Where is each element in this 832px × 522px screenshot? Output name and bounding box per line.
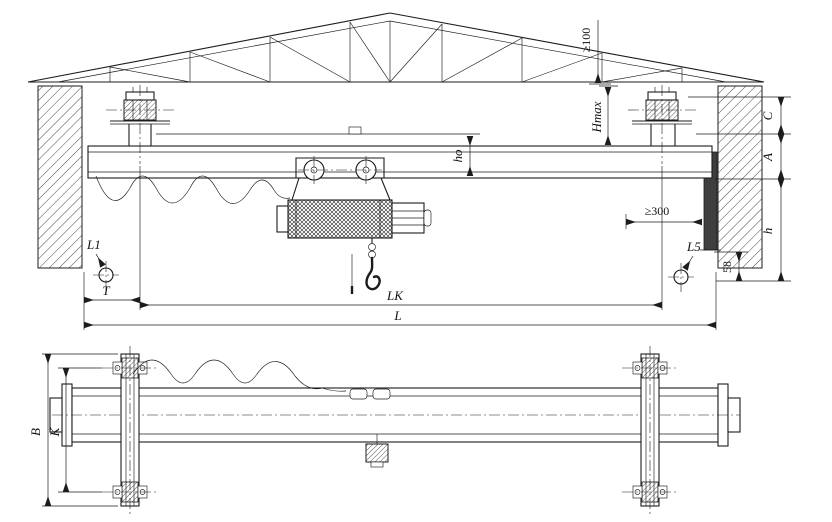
right-wall-column [717,85,763,269]
hoist-hook [365,238,381,291]
dim-label-l5: L5 [686,239,701,254]
dim-roof-clearance: ≥100 [579,20,611,85]
hoist-drum [287,199,393,239]
dim-label-a: A [760,153,775,162]
plan-festoon-cable [132,359,347,392]
plan-festoon-collector [349,388,368,400]
dim-k: K [47,367,102,493]
dim-label-l1: L1 [86,237,101,252]
hoist-gearbox [276,205,289,233]
dim-label-hmax: Hmax [589,101,604,133]
hook-approach-left-mark: L1 [86,237,119,290]
end-truck-left [106,85,174,164]
end-truck-right [628,85,696,164]
plan-hook-block [365,443,389,463]
plan-cable-clamp [372,388,391,400]
dim-label-c: C [760,111,775,120]
dim-label-span: L [393,308,401,323]
dim-label-h: h [760,228,775,235]
dim-lk: LK [140,166,663,310]
dim-wall-clearance: ≥300 [625,204,702,229]
dim-chain-right: C A h [688,96,791,281]
plan-end-carriage-right [622,346,678,514]
bridge-girder-front [87,126,713,179]
plan-hoist [349,388,391,468]
dim-ho: ho [450,136,474,176]
hook-approach-right-mark: L5 [668,239,701,292]
dim-bracket-offset: 58 [714,251,791,282]
dim-label-ho: ho [450,149,465,163]
plan-girder [49,383,741,447]
hoist-trolley [276,156,432,294]
dim-label-58: 58 [720,261,734,273]
dim-label-roof-clearance: ≥100 [579,28,593,53]
roof-truss [27,12,765,83]
dim-label-k: K [47,426,62,437]
dim-label-b: B [28,428,43,436]
dim-label-t: T [102,283,110,298]
dim-label-lk: LK [386,288,404,303]
festoon-cable-front [95,175,291,204]
dim-t: T [83,166,141,330]
dim-hmax: Hmax [589,85,618,145]
dim-span: L [84,272,717,330]
festoon-rail-clamp [348,126,362,135]
left-wall-column [37,85,83,269]
dim-b: B [28,353,118,507]
dim-label-wall-clearance: ≥300 [645,204,670,218]
